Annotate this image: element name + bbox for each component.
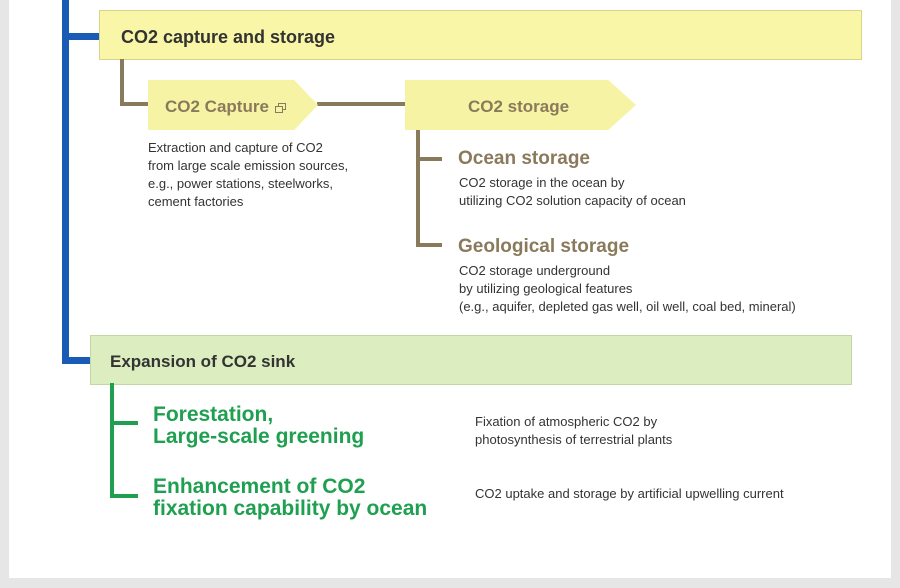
geological-desc-line: (e.g., aquifer, depleted gas well, oil w…: [459, 299, 796, 314]
geological-desc-line: by utilizing geological features: [459, 281, 633, 296]
co2-storage-box: [405, 80, 636, 130]
capture-connector-vertical: [120, 59, 124, 106]
capture-to-storage-connector: [317, 102, 407, 106]
geological-storage-description: CO2 storage underground by utilizing geo…: [459, 262, 796, 316]
capture-desc-line: e.g., power stations, steelworks,: [148, 176, 333, 191]
ocean-fixation-description: CO2 uptake and storage by artificial upw…: [475, 485, 784, 503]
geological-storage-title: Geological storage: [458, 236, 630, 257]
storage-connector-vertical: [416, 128, 420, 247]
forestation-desc-line: photosynthesis of terrestrial plants: [475, 432, 673, 447]
sink-connector-vertical: [110, 383, 114, 498]
capture-desc-line: cement factories: [148, 194, 244, 209]
ocean-storage-description: CO2 storage in the ocean by utilizing CO…: [459, 174, 686, 210]
co2-storage-label: CO2 storage: [468, 97, 570, 116]
sink-branch-line: [62, 357, 90, 364]
capture-desc-line: from large scale emission sources,: [148, 158, 349, 173]
geological-desc-line: CO2 storage underground: [459, 263, 611, 278]
forestation-description: Fixation of atmospheric CO2 by photosynt…: [475, 413, 672, 449]
ocean-desc-line: utilizing CO2 solution capacity of ocean: [459, 193, 686, 208]
capture-storage-box: CO2 capture and storage: [99, 10, 862, 60]
ocean-fixation-title-line: fixation capability by ocean: [153, 497, 428, 520]
geological-connector: [416, 243, 442, 247]
forestation-desc-line: Fixation of atmospheric CO2 by: [475, 414, 658, 429]
external-link-icon: [274, 102, 286, 113]
ocean-desc-line: CO2 storage in the ocean by: [459, 175, 625, 190]
co2-capture-label: CO2 Capture: [165, 97, 269, 116]
forestation-title-line: Large-scale greening: [153, 425, 365, 448]
ocean-storage-title: Ocean storage: [458, 148, 590, 169]
ocean-connector: [416, 157, 442, 161]
forestation-title: Forestation, Large-scale greening: [153, 404, 364, 448]
ocean-fixation-connector: [110, 494, 138, 498]
capture-branch-line: [62, 33, 99, 40]
forestation-connector: [110, 421, 138, 425]
co2-sink-box: Expansion of CO2 sink: [90, 335, 852, 385]
capture-storage-title: CO2 capture and storage: [121, 27, 336, 47]
main-connector-line: [62, 0, 69, 364]
ocean-fixation-title: Enhancement of CO2 fixation capability b…: [153, 476, 427, 520]
ocean-fixation-title-line: Enhancement of CO2: [153, 475, 366, 498]
capture-description: Extraction and capture of CO2 from large…: [148, 139, 348, 211]
co2-capture-link[interactable]: [148, 80, 318, 130]
co2-sink-title: Expansion of CO2 sink: [110, 352, 296, 371]
ocean-fixation-desc-line: CO2 uptake and storage by artificial upw…: [475, 486, 784, 501]
capture-connector-horizontal: [120, 102, 150, 106]
co2-capture-label-wrap[interactable]: CO2 Capture: [165, 97, 286, 117]
forestation-title-line: Forestation,: [153, 403, 274, 426]
capture-desc-line: Extraction and capture of CO2: [148, 140, 323, 155]
